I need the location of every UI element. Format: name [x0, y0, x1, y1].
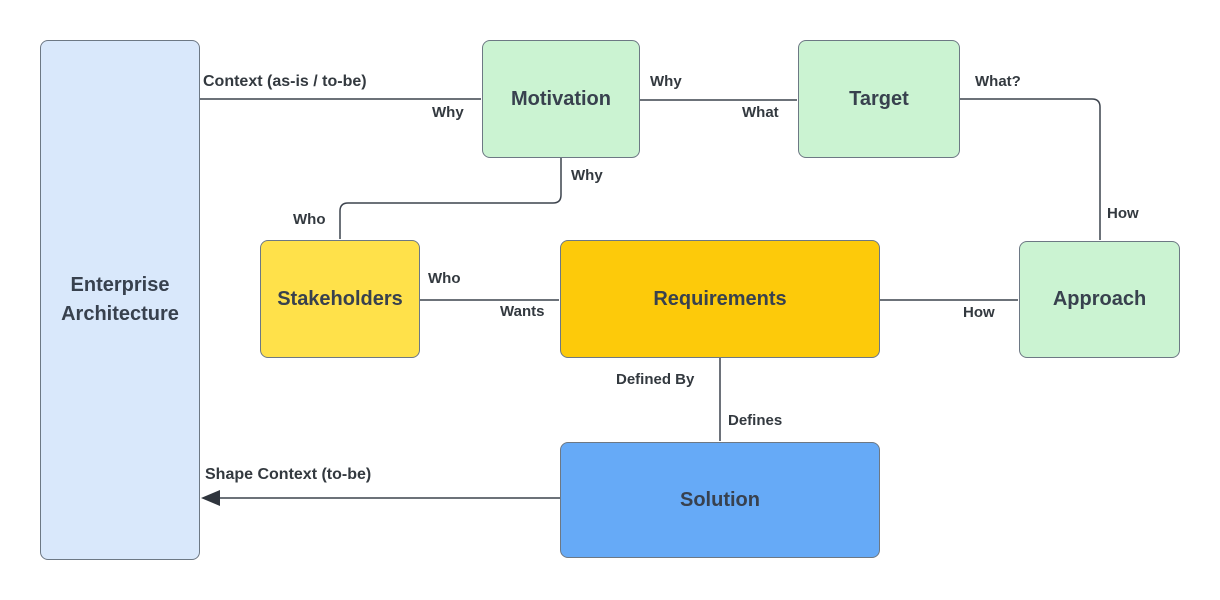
node-requirements[interactable]: Requirements: [560, 240, 880, 358]
edge-label-who-motivation-stakeholders: Who: [293, 211, 326, 228]
edge-label-context-as-is-to-be: Context (as-is / to-be): [203, 73, 367, 90]
edge-label-why-motivation-stakeholders: Why: [571, 167, 603, 184]
node-requirements-label: Requirements: [653, 287, 787, 310]
edge-label-why-ea-motivation: Why: [432, 104, 464, 121]
edge-label-defines: Defines: [728, 412, 783, 429]
node-approach-label: Approach: [1052, 288, 1147, 310]
node-approach[interactable]: Approach: [1019, 241, 1180, 358]
node-solution-label: Solution: [680, 488, 760, 511]
edge-label-how-requirements-approach: How: [963, 304, 995, 321]
edge-label-what-target-approach: What?: [975, 73, 1021, 90]
node-motivation-label: Motivation: [511, 87, 611, 110]
node-stakeholders-label: Stakeholders: [277, 287, 403, 310]
edge-label-who-stakeholders-requirements: Who: [428, 270, 461, 287]
node-stakeholders[interactable]: Stakeholders: [260, 240, 420, 358]
edge-label-how-target-approach: How: [1107, 205, 1139, 222]
node-enterprise-architecture-label: Enterprise Architecture: [61, 274, 179, 325]
edge-label-shape-context-to-be: Shape Context (to-be): [205, 466, 372, 483]
node-target-label: Target: [849, 87, 909, 110]
node-motivation[interactable]: Motivation: [482, 40, 640, 158]
node-enterprise-architecture[interactable]: Enterprise Architecture: [40, 40, 200, 560]
edge-motivation-stakeholders: [339, 158, 562, 239]
edge-label-wants-stakeholders-requirements: Wants: [500, 303, 545, 320]
node-solution[interactable]: Solution: [560, 442, 880, 558]
edge-label-what-motivation-target: What: [742, 104, 779, 121]
arrowhead-solution-ea: [201, 490, 220, 506]
edge-label-defined-by: Defined By: [616, 371, 695, 388]
edge-label-why-motivation-target: Why: [650, 73, 682, 90]
edge-target-approach: [960, 98, 1101, 240]
node-target[interactable]: Target: [798, 40, 960, 158]
